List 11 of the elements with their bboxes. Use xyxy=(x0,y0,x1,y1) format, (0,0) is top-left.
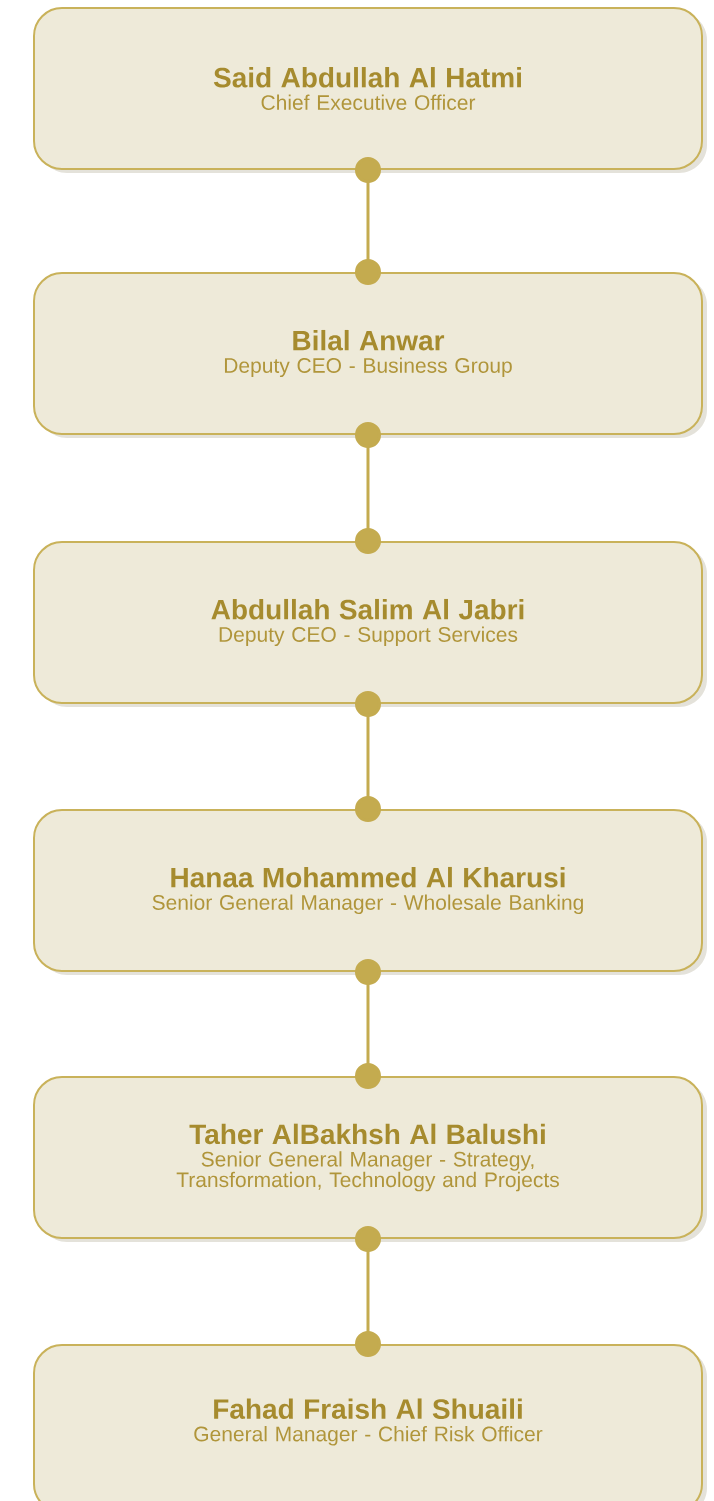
connector-line xyxy=(355,691,381,822)
person-box: Taher AlBakhsh Al Balushi Senior General Manager - Strategy, Transformation, Technology and Projects xyxy=(33,1076,707,1242)
person-box: Said Abdullah Al Hatmi Chief Executive Officer xyxy=(33,7,707,173)
person-box: Hanaa Mohammed Al Kharusi Senior General Manager - Wholesale Banking xyxy=(33,809,707,975)
connector-line xyxy=(355,422,381,554)
person-box: Abdullah Salim Al Jabri Deputy CEO - Support Services xyxy=(33,541,707,707)
person-box: Bilal Anwar Deputy CEO - Business Group xyxy=(33,272,707,438)
connector-line xyxy=(355,959,381,1089)
person-box: Fahad Fraish Al Shuaili General Manager - Chief Risk Officer xyxy=(33,1344,707,1501)
connector-line xyxy=(355,1226,381,1357)
connector-line xyxy=(355,157,381,285)
